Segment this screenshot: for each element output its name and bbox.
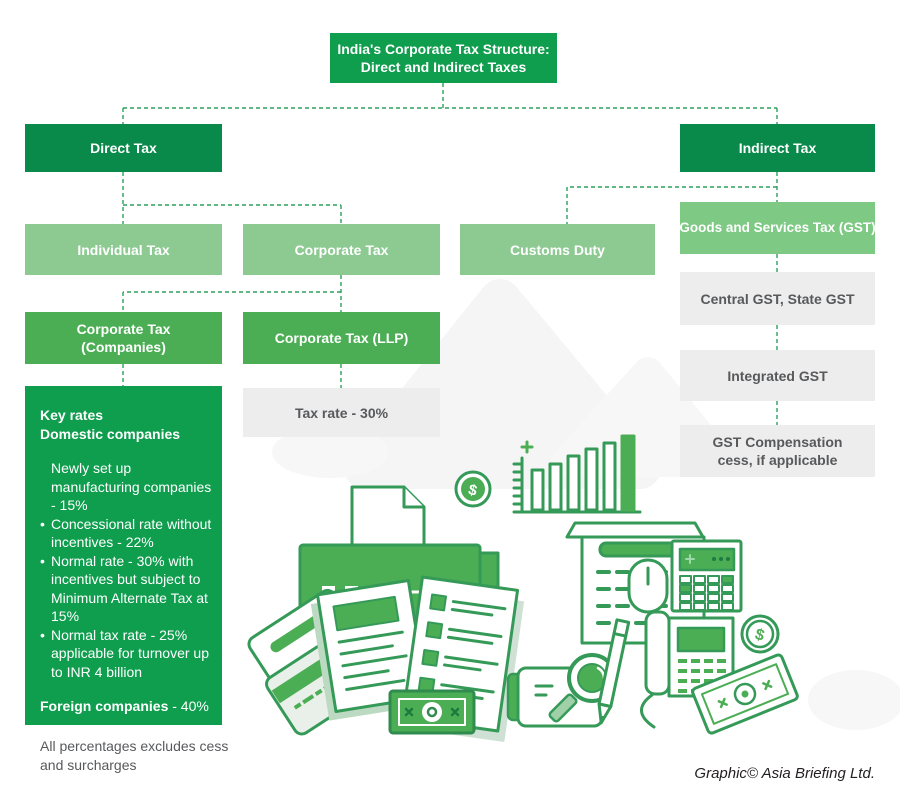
key-rate-item: • Normal rate - 30% with incentives but … xyxy=(40,552,212,626)
magnifier-icon xyxy=(548,653,617,723)
credit-cards-icon xyxy=(247,588,389,736)
title-line2: Direct and Indirect Taxes xyxy=(360,59,527,75)
node-label: Corporate Tax xyxy=(294,241,389,258)
foreign-companies-value: - 40% xyxy=(168,698,209,714)
key-rate-item: • Normal tax rate - 25% applicable for t… xyxy=(40,626,212,682)
title-line1: India's Corporate Tax Structure: xyxy=(337,41,550,57)
node-direct-tax: Direct Tax xyxy=(25,124,222,172)
whiteboard-icon xyxy=(565,521,706,645)
svg-text:$: $ xyxy=(753,626,766,645)
footnote: All percentages excludes cess and surcha… xyxy=(40,738,229,773)
node-label: Tax rate - 30% xyxy=(294,404,389,421)
svg-text:$: $ xyxy=(467,481,480,500)
node-individual-tax: Individual Tax xyxy=(25,224,222,275)
node-title: India's Corporate Tax Structure: Direct … xyxy=(330,33,557,83)
banknote-icon xyxy=(691,653,799,735)
node-corporate-tax: Corporate Tax xyxy=(243,224,440,275)
node-label: GST Compensation cess, if applicable xyxy=(712,434,843,468)
bullet xyxy=(40,459,51,515)
node-label: Corporate Tax (LLP) xyxy=(274,330,409,346)
node-label: Indirect Tax xyxy=(738,140,817,156)
foreign-companies-label: Foreign companies xyxy=(40,698,169,714)
node-label: Goods and Services Tax (GST) xyxy=(679,220,876,235)
node-central-state-gst: Central GST, State GST xyxy=(680,272,875,325)
foreign-companies-line: Foreign companies - 40% xyxy=(40,697,212,716)
node-label: Integrated GST xyxy=(727,367,828,384)
bullet: • xyxy=(40,552,45,569)
bullet: • xyxy=(40,626,45,643)
node-label: Corporate Tax (Companies) xyxy=(76,321,171,355)
node-gst: Goods and Services Tax (GST) xyxy=(679,202,876,254)
key-rate-text: Normal rate - 30% with incentives but su… xyxy=(51,552,208,625)
key-rate-text: Normal tax rate - 25% applicable for tur… xyxy=(51,626,209,680)
node-label: Direct Tax xyxy=(90,140,157,156)
credit-line: Graphic© Asia Briefing Ltd. xyxy=(694,765,875,782)
node-llp-tax-rate: Tax rate - 30% xyxy=(243,388,440,437)
key-rates-list: Newly set up manufacturing companies - 1… xyxy=(40,459,212,681)
calculator-icon xyxy=(670,539,743,613)
key-rates-panel: Key rates Domestic companies Newly set u… xyxy=(25,386,222,725)
node-indirect-tax: Indirect Tax xyxy=(680,124,875,172)
pencil-icon xyxy=(597,618,631,725)
node-corporate-tax-llp: Corporate Tax (LLP) xyxy=(243,312,440,364)
key-rates-heading1: Key rates xyxy=(40,407,104,423)
node-label: Customs Duty xyxy=(510,241,605,258)
banknote-icon xyxy=(388,689,476,735)
dollar-coin-icon: $ xyxy=(454,470,492,508)
checklist-documents-icon xyxy=(401,575,525,743)
node-label: Central GST, State GST xyxy=(700,290,855,307)
node-corporate-tax-companies: Corporate Tax (Companies) xyxy=(25,312,222,364)
growth-bar-chart-icon xyxy=(512,434,642,514)
camera-icon xyxy=(506,666,604,728)
key-rate-item: • Concessional rate without incentives -… xyxy=(40,515,212,552)
bullet: • xyxy=(40,515,45,532)
node-customs-duty: Customs Duty xyxy=(460,224,655,275)
key-rate-item: Newly set up manufacturing companies - 1… xyxy=(40,459,212,515)
printer-icon xyxy=(298,485,512,702)
node-gst-compensation: GST Compensation cess, if applicable xyxy=(680,425,875,477)
key-rate-text: Newly set up manufacturing companies - 1… xyxy=(51,460,212,513)
key-rate-text: Concessional rate without incentives - 2… xyxy=(51,515,212,551)
computer-mouse-icon xyxy=(627,558,669,614)
node-integrated-gst: Integrated GST xyxy=(680,350,875,401)
desk-phone-icon xyxy=(640,610,735,729)
node-label: Individual Tax xyxy=(77,241,170,258)
dollar-coin-icon: $ xyxy=(740,614,780,654)
key-rates-heading2: Domestic companies xyxy=(40,425,181,442)
document-icon xyxy=(310,579,429,721)
